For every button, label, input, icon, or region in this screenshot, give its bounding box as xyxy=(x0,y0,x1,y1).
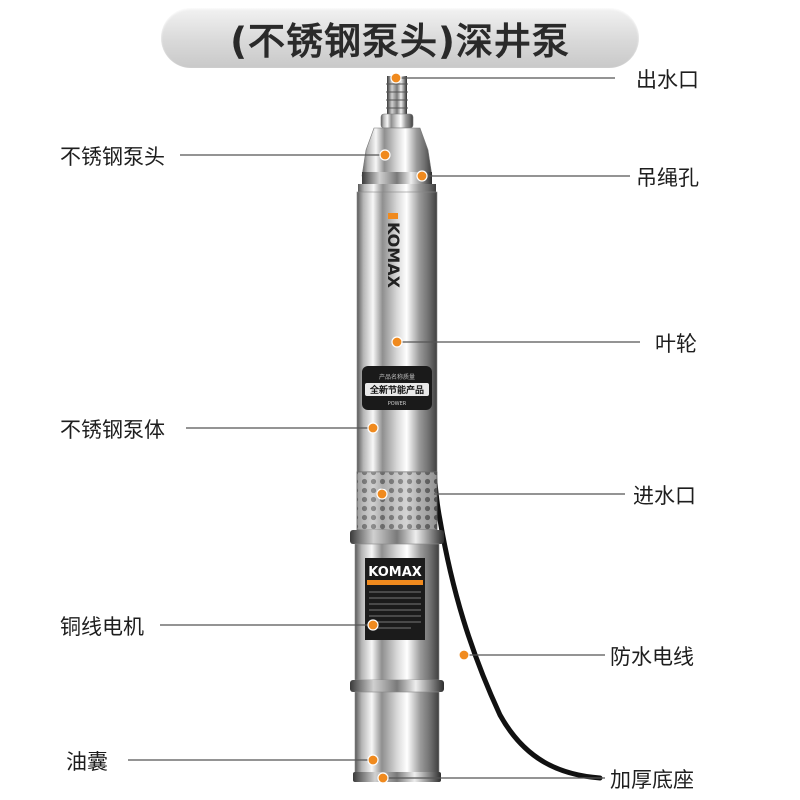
svg-text:KOMAX: KOMAX xyxy=(368,565,422,580)
title-banner: (不锈钢泵头)深井泵 xyxy=(161,8,639,68)
pump-head xyxy=(361,127,433,177)
marker-dot-inlet xyxy=(376,488,388,500)
callout-inlet: 进水口 xyxy=(633,484,696,508)
marker-dot-rope-hole xyxy=(416,170,428,182)
svg-text:KOMAX: KOMAX xyxy=(384,222,403,289)
brand-logo-vertical: KOMAX xyxy=(384,222,403,289)
marker-dot-impeller xyxy=(391,336,403,348)
callout-impeller: 叶轮 xyxy=(655,332,697,356)
marker-dot-pump-head xyxy=(379,149,391,161)
callout-copper-motor: 铜线电机 xyxy=(60,615,144,639)
motor-label: KOMAX xyxy=(365,558,425,640)
marker-dot-oil-bladder xyxy=(367,754,379,766)
callout-thick-base: 加厚底座 xyxy=(610,768,694,792)
callout-waterproof-cable: 防水电线 xyxy=(610,645,694,669)
svg-text:产品名称质量: 产品名称质量 xyxy=(379,373,415,381)
waterproof-cable xyxy=(423,297,603,781)
leader-lines xyxy=(128,77,640,779)
product-badge: 产品名称质量 全新节能产品 POWER xyxy=(362,366,432,410)
marker-dot-outlet xyxy=(390,72,402,84)
callout-outlet: 出水口 xyxy=(636,68,699,92)
marker-dot-thick-base xyxy=(377,772,389,784)
callout-pump-body: 不锈钢泵体 xyxy=(60,418,165,442)
svg-text:全新节能产品: 全新节能产品 xyxy=(369,384,424,396)
svg-text:POWER: POWER xyxy=(388,401,407,407)
callout-pump-head: 不锈钢泵头 xyxy=(60,145,165,169)
pump-base xyxy=(354,691,440,777)
marker-dot-copper-motor xyxy=(367,619,379,631)
callout-oil-bladder: 油囊 xyxy=(66,750,108,774)
marker-dot-waterproof-cable xyxy=(458,649,470,661)
marker-dot-pump-body xyxy=(367,422,379,434)
page-title: (不锈钢泵头)深井泵 xyxy=(230,20,570,63)
callout-rope-hole: 吊绳孔 xyxy=(636,166,699,190)
outlet-nipple xyxy=(387,76,407,116)
